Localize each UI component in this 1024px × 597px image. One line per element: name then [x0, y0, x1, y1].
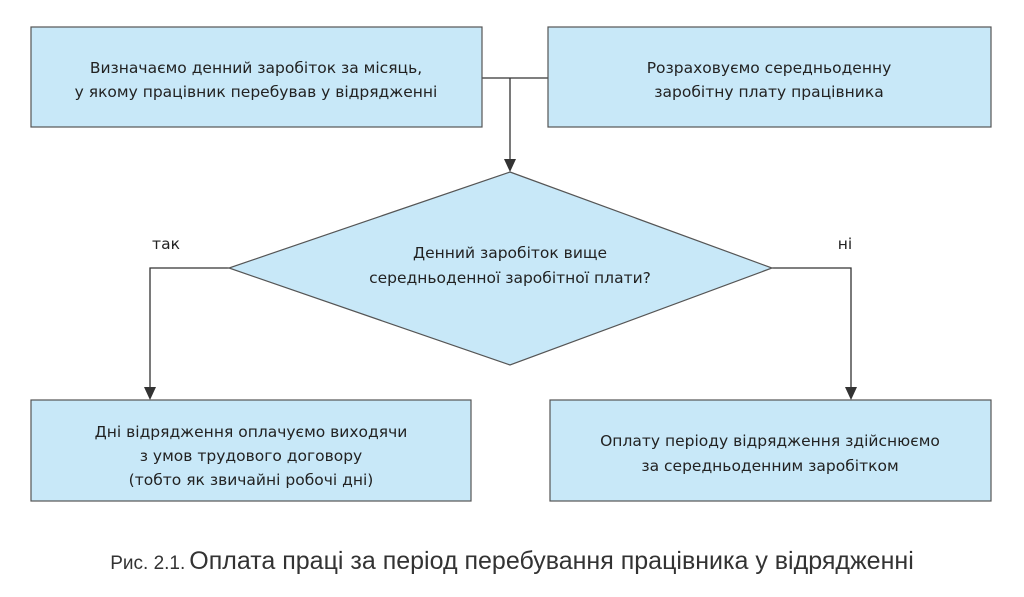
caption-prefix: Рис. 2.1. [110, 553, 185, 574]
node-text: Денний заробіток вище [413, 244, 607, 262]
svg-text:Розраховуємо середньоденну: Розраховуємо середньоденну [647, 59, 892, 77]
svg-text:заробітну плату працівника: заробітну плату працівника [654, 83, 883, 101]
arrow-yes [149, 267, 229, 388]
svg-text:у якому працівник перебував у: у якому працівник перебував у відрядженн… [75, 83, 438, 101]
figure-caption: Рис. 2.1. Оплата праці за період перебув… [110, 547, 914, 575]
node-text: Розраховуємо середньоденну [647, 59, 892, 77]
node-text: за середньоденним заробітком [641, 457, 898, 475]
arrowhead-icon [504, 159, 516, 172]
node-text: Визначаємо денний заробіток за місяць, [90, 59, 422, 77]
svg-text:Дні відрядження оплачуємо вихо: Дні відрядження оплачуємо виходячи [95, 423, 408, 441]
svg-text:Оплату періоду відрядження зді: Оплату періоду відрядження здійснюємо [600, 432, 940, 450]
node-text: Оплату періоду відрядження здійснюємо [600, 432, 940, 450]
node-text: заробітну плату працівника [654, 83, 883, 101]
yes-label: так [152, 235, 180, 253]
decision-diamond: Денний заробіток вище середньоденної зар… [227, 171, 774, 366]
arrowhead-icon [845, 387, 857, 400]
node-text: середньоденної заробітної плати? [369, 269, 651, 287]
svg-text:середньоденної заробітної плат: середньоденної заробітної плати? [369, 269, 651, 287]
arrow-no [772, 267, 852, 388]
node-text: у якому працівник перебував у відрядженн… [75, 83, 438, 101]
start-box: Визначаємо денний заробіток за місяць, у… [30, 26, 483, 128]
no-result-box: Оплату періоду відрядження здійснюємо за… [549, 399, 992, 502]
svg-text:з умов трудового договору: з умов трудового договору [140, 447, 362, 465]
connectors [144, 77, 857, 400]
svg-text:за середньоденним заробітком: за середньоденним заробітком [641, 457, 898, 475]
node-text: з умов трудового договору [140, 447, 362, 465]
arrowhead-icon [144, 387, 156, 400]
svg-text:(тобто як звичайні робочі дні): (тобто як звичайні робочі дні) [129, 471, 374, 489]
svg-text:Денний заробіток вище: Денний заробіток вище [413, 244, 607, 262]
node-text: (тобто як звичайні робочі дні) [129, 471, 374, 489]
svg-text:Визначаємо денний заробіток за: Визначаємо денний заробіток за місяць, [90, 59, 422, 77]
yes-result-box: Дні відрядження оплачуємо виходячи з умо… [30, 399, 472, 502]
no-label: ні [838, 235, 852, 253]
node-text: Дні відрядження оплачуємо виходячи [95, 423, 408, 441]
average-box: Розраховуємо середньоденну заробітну пла… [547, 26, 992, 128]
caption-text: Оплата праці за період перебування праці… [189, 547, 913, 575]
